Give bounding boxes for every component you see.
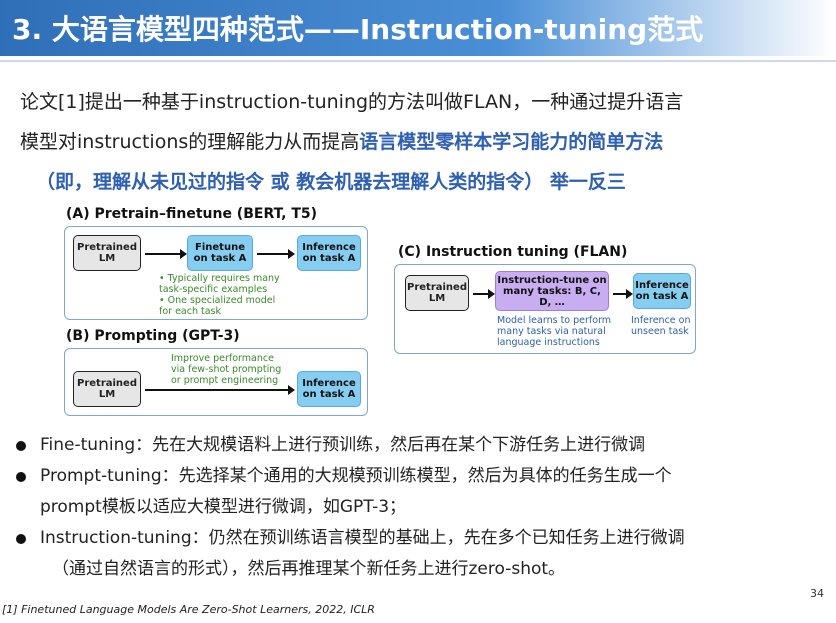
panel-b-note-2: via few-shot prompting xyxy=(171,364,282,375)
bullet-dot-icon xyxy=(16,472,26,482)
intro-paragraph: 论文[1]提出一种基于instruction-tuning的方法叫做FLAN，一… xyxy=(20,82,820,202)
intro-line-2-plain: 模型对instructions的理解能力从而提高 xyxy=(20,131,360,153)
intro-line-2-emphasis: 语言模型零样本学习能力的简单方法 xyxy=(359,131,664,153)
bullet-prompt-tuning-text: Prompt-tuning：先选择某个通用的大规模预训练模型，然后为具体的任务生… xyxy=(40,466,672,486)
panel-c-mid-note-3: language instructions xyxy=(497,337,600,348)
intro-line-3: （即，理解从未见过的指令 或 教会机器去理解人类的指令） 举一反三 xyxy=(36,171,626,193)
bullet-prompt-tuning-continuation: prompt模板以适应大模型进行微调，如GPT-3； xyxy=(40,497,407,517)
bullet-instruction-tuning: Instruction-tuning：仍然在预训练语言模型的基础上，先在多个已知… xyxy=(14,523,814,585)
title-divider xyxy=(0,60,836,62)
panel-b-note-1: Improve performance xyxy=(171,353,274,364)
panel-a-finetune-box: Finetune on task A xyxy=(187,235,253,271)
panel-c-right-notes: Inference on unseen task xyxy=(631,315,691,337)
panel-c-title: (C) Instruction tuning (FLAN) xyxy=(398,244,628,260)
panel-c-mid-note-2: many tasks via natural xyxy=(497,326,606,337)
slide-title: 3. 大语言模型四种范式——Instruction-tuning范式 xyxy=(12,13,704,46)
panel-c-inference-box: Inference on task A xyxy=(633,273,691,309)
bullet-fine-tuning: Fine-tuning：先在大规模语料上进行预训练，然后再在某个下游任务上进行微… xyxy=(14,430,814,461)
panel-a-pretrained-lm-box: Pretrained LM xyxy=(73,235,141,271)
panel-a-note-1: • Typically requires many xyxy=(159,273,280,284)
panel-c-mid-notes: Model learns to perform many tasks via n… xyxy=(497,315,611,348)
panel-b: Improve performance via few-shot prompti… xyxy=(64,348,368,416)
panel-b-notes: Improve performance via few-shot prompti… xyxy=(171,353,281,386)
panel-c-pretrained-lm-box: Pretrained LM xyxy=(405,275,469,311)
page-number: 34 xyxy=(810,587,824,600)
panel-a-note-4: for each task xyxy=(159,306,222,317)
bullet-dot-icon xyxy=(16,534,26,544)
bullet-instruction-tuning-continuation: （通过自然语言的形式），然后再推理某个新任务上进行zero-shot。 xyxy=(52,559,566,579)
paradigm-figure: (A) Pretrain–finetune (BERT, T5) Pretrai… xyxy=(64,206,696,418)
panel-c-mid-note-1: Model learns to perform xyxy=(497,315,612,326)
panel-b-arrow xyxy=(145,385,295,395)
bullet-prompt-tuning: Prompt-tuning：先选择某个通用的大规模预训练模型，然后为具体的任务生… xyxy=(14,461,814,523)
panel-a-title: (A) Pretrain–finetune (BERT, T5) xyxy=(66,206,318,222)
panel-c-right-note-1: Inference on xyxy=(631,315,691,326)
panel-a-arrow-2 xyxy=(257,249,295,259)
panel-b-inference-box: Inference on task A xyxy=(297,371,361,407)
panel-b-pretrained-lm-box: Pretrained LM xyxy=(73,371,141,407)
footnote-citation: [1] Finetuned Language Models Are Zero-S… xyxy=(2,603,375,616)
panel-a-note-2: task-specific examples xyxy=(159,284,268,295)
bullet-instruction-tuning-text: Instruction-tuning：仍然在预训练语言模型的基础上，先在多个已知… xyxy=(40,528,685,548)
panel-a-inference-box: Inference on task A xyxy=(297,235,361,271)
panel-c-arrow-2 xyxy=(613,289,633,299)
title-bar: 3. 大语言模型四种范式——Instruction-tuning范式 xyxy=(0,0,836,56)
panel-a-notes: • Typically requires many task-specific … xyxy=(159,273,280,317)
bullet-list: Fine-tuning：先在大规模语料上进行预训练，然后再在某个下游任务上进行微… xyxy=(14,430,814,585)
bullet-fine-tuning-text: Fine-tuning：先在大规模语料上进行预训练，然后再在某个下游任务上进行微… xyxy=(40,435,646,455)
intro-line-1: 论文[1]提出一种基于instruction-tuning的方法叫做FLAN，一… xyxy=(20,91,684,113)
panel-b-note-3: or prompt engineering xyxy=(171,375,279,386)
panel-a-note-3: • One specialized model xyxy=(159,295,276,306)
panel-c-instruction-tune-box: Instruction-tune on many tasks: B, C, D,… xyxy=(495,271,609,311)
panel-c-right-note-2: unseen task xyxy=(631,326,689,337)
panel-b-title: (B) Prompting (GPT-3) xyxy=(66,328,240,344)
intro-line-2: 模型对instructions的理解能力从而提高语言模型零样本学习能力的简单方法 xyxy=(20,122,820,162)
panel-a-arrow-1 xyxy=(145,249,187,259)
bullet-dot-icon xyxy=(16,441,26,451)
panel-c: Pretrained LM Instruction-tune on many t… xyxy=(394,264,696,354)
panel-c-arrow-1 xyxy=(473,289,495,299)
panel-a: Pretrained LM Finetune on task A Inferen… xyxy=(64,226,368,320)
